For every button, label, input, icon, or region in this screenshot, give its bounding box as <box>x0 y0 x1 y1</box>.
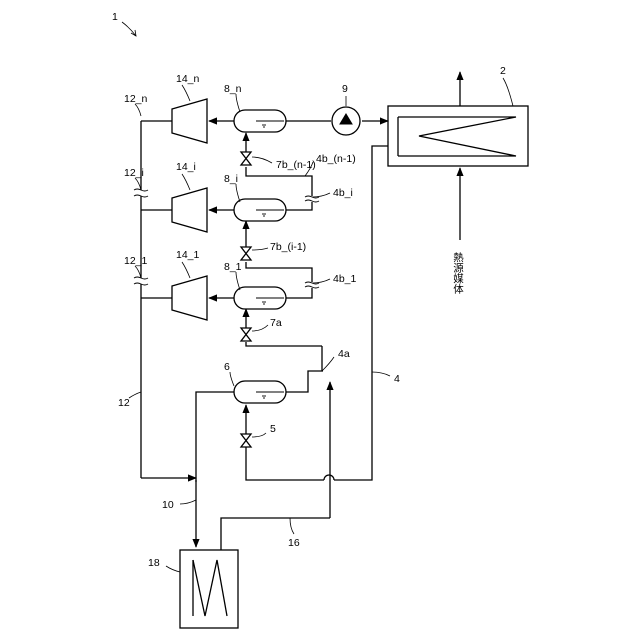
label-heat-source-2: 2 <box>500 65 506 77</box>
valve-5 <box>241 434 251 447</box>
condenser-18 <box>180 550 238 628</box>
line-4b-1-lower <box>286 288 312 298</box>
label-pump-9: 9 <box>342 83 348 95</box>
turbine-14-n <box>172 99 207 143</box>
label-line-4b-i: 4b_i <box>333 187 353 199</box>
label-line-4a: 4a <box>338 348 350 360</box>
label-line-4b-n1: 4b_(n-1) <box>316 153 356 165</box>
label-line-12: 12 <box>118 397 130 409</box>
line-to-valve-7a <box>246 342 322 346</box>
line-4b-i-upper <box>246 167 312 196</box>
label-line-10: 10 <box>162 499 174 511</box>
separator-8-1 <box>234 287 286 309</box>
valve-7b-n1 <box>241 152 251 165</box>
line-4-to-valve-5 <box>246 462 324 480</box>
label-separator-8-1: 8_1 <box>224 261 242 273</box>
label-line-12-n: 12_n <box>124 93 148 105</box>
label-valve-7b-n1: 7b_(n-1) <box>276 159 316 171</box>
separator-6 <box>234 381 286 403</box>
label-turbine-14-i: 14_i <box>176 161 196 173</box>
valve-7b-i1 <box>241 247 251 260</box>
turbine-14-1 <box>172 276 207 320</box>
label-line-16: 16 <box>288 537 300 549</box>
label-line-12-i: 12_i <box>124 167 144 179</box>
separator-8-i <box>234 199 286 221</box>
label-separator-8-n: 8_n <box>224 83 242 95</box>
separator-6-vapor-line <box>196 392 234 482</box>
label-line-12-1: 12_1 <box>124 255 148 267</box>
label-line-4b-1: 4b_1 <box>333 273 357 285</box>
label-valve-5: 5 <box>270 423 276 435</box>
label-separator-6: 6 <box>224 361 230 373</box>
label-system-1: 1 <box>112 11 118 23</box>
label-valve-7a: 7a <box>270 317 282 329</box>
label-separator-8-i: 8_i <box>224 173 238 185</box>
label-valve-7b-i1: 7b_(i-1) <box>270 241 306 253</box>
label-line-4: 4 <box>394 373 400 385</box>
label-turbine-14-n: 14_n <box>176 73 200 85</box>
crossover-hop <box>324 475 334 480</box>
turbine-14-i <box>172 188 207 232</box>
label-condenser-18: 18 <box>148 557 160 569</box>
valve-7a <box>241 328 251 341</box>
separator-8-n <box>234 110 286 132</box>
line-4a <box>286 371 323 392</box>
label-turbine-14-1: 14_1 <box>176 249 200 261</box>
heat-source-box <box>388 106 528 166</box>
line-4b-i-lower <box>286 202 312 210</box>
pump-9 <box>332 107 360 135</box>
label-heat-medium: 熱源媒体 <box>452 251 464 295</box>
line-16 <box>221 518 330 550</box>
line-4b-1-upper <box>246 262 312 282</box>
